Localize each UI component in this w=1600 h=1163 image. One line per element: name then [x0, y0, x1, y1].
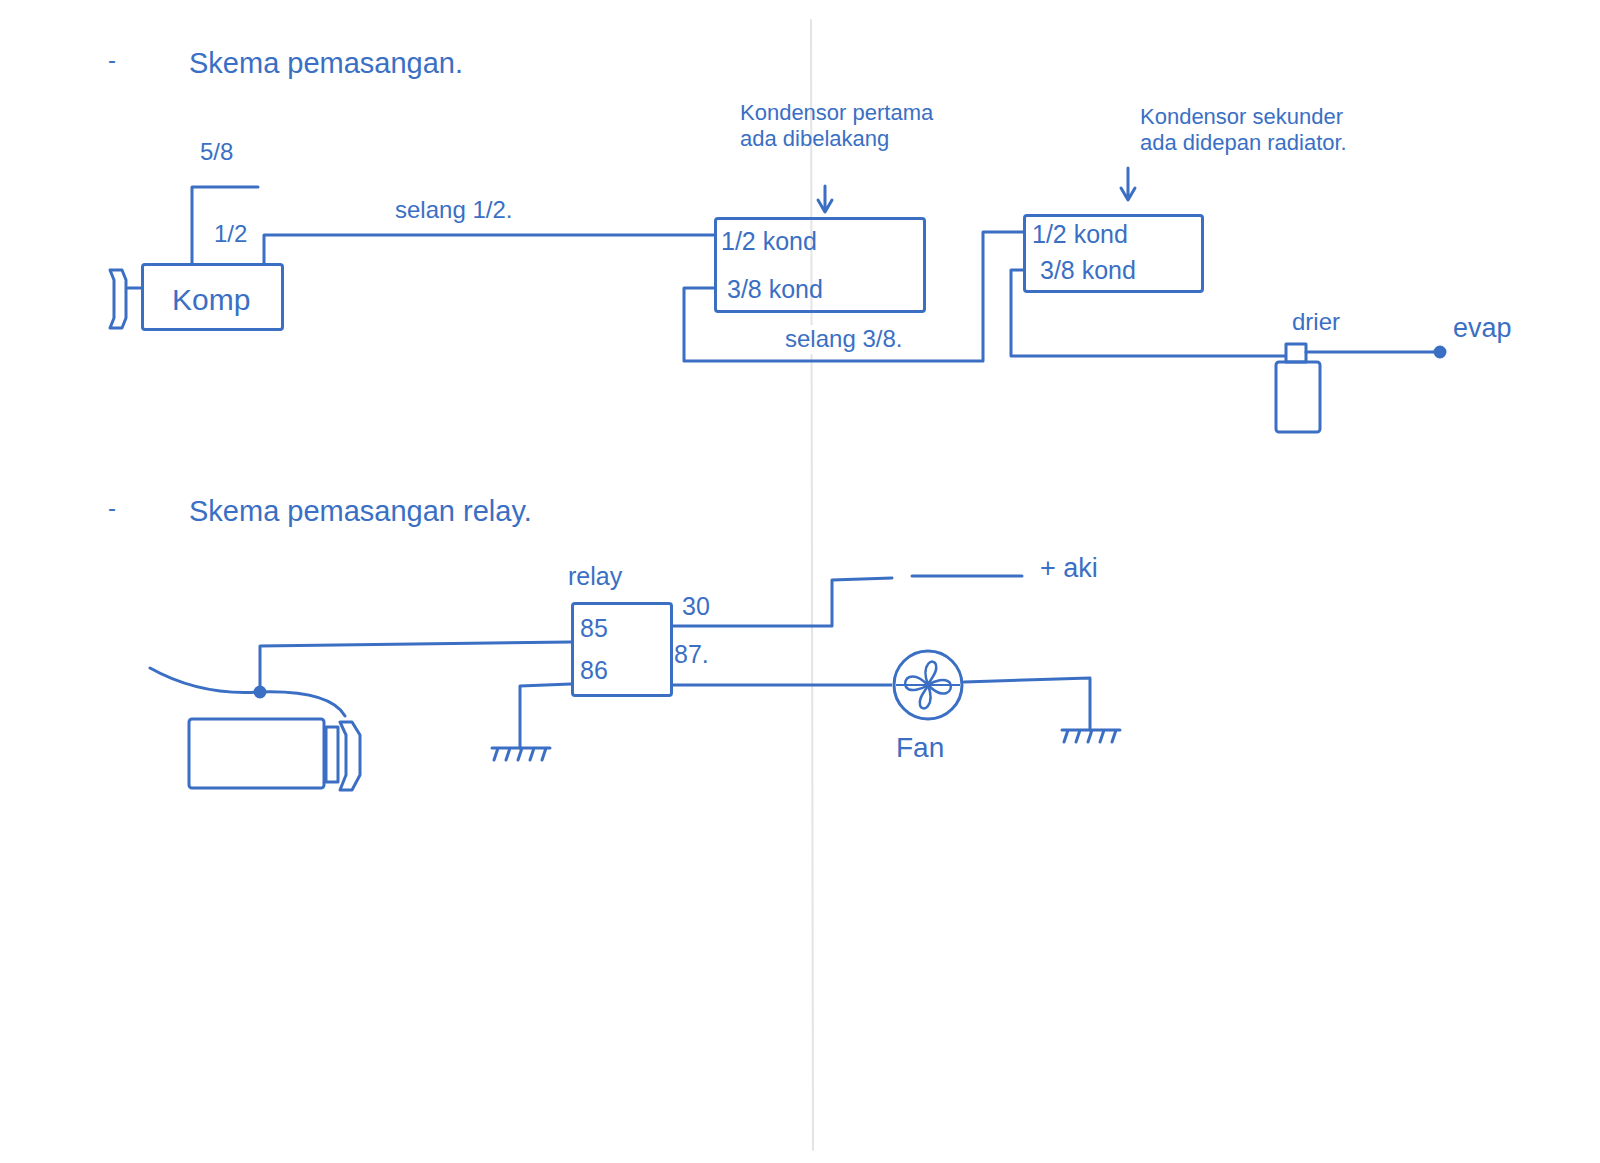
- node-text: 1/2 kond: [721, 228, 817, 256]
- fan-outline: [892, 649, 964, 721]
- connector-line: [673, 684, 892, 687]
- note: Kondensor sekunder ada didepan radiator.: [1140, 104, 1378, 157]
- pipe-size: 5/8: [200, 138, 233, 167]
- suction-line: [192, 187, 258, 263]
- node-text: Komp: [172, 283, 250, 316]
- node-text: 3/8 kond: [727, 276, 823, 304]
- node-text: 85: [580, 615, 608, 643]
- section-heading: Skema pemasangan relay.: [189, 494, 532, 529]
- edge-label: selang 1/2.: [392, 196, 515, 225]
- connector-line: [264, 235, 714, 263]
- leader-arrow: [818, 186, 832, 212]
- node-text: 86: [580, 657, 608, 685]
- dash-mark: -: [108, 494, 116, 523]
- wire-battery: [912, 575, 1022, 578]
- part-label: evap: [1453, 312, 1512, 344]
- compressor-symbol: [189, 719, 360, 790]
- hose-connector: [673, 685, 892, 686]
- hose-connector: [264, 235, 714, 263]
- fan-symbol: Fan: [892, 649, 964, 721]
- node-text: 3/8 kond: [1040, 257, 1136, 285]
- wire-compressor: [150, 668, 345, 716]
- drier-symbol: [1276, 344, 1320, 432]
- node-text: 30: [682, 593, 710, 621]
- wire-86: [520, 684, 571, 748]
- note: Kondensor pertama ada dibelakang: [740, 100, 960, 153]
- ground-symbol: [1062, 730, 1120, 742]
- condenser-box: 1/2 kond 3/8 kond: [714, 217, 926, 313]
- node-text: Fan: [896, 733, 944, 764]
- terminal-label: + aki: [1040, 552, 1098, 584]
- ground-symbol: [492, 748, 550, 760]
- part-label: drier: [1292, 308, 1340, 337]
- compressor-box: Komp: [141, 263, 284, 331]
- node-text: 1/2 kond: [1032, 221, 1128, 249]
- pipe-size: 1/2: [214, 220, 247, 249]
- evap-line: [1306, 351, 1434, 354]
- wire-30: [673, 578, 892, 626]
- leader-arrow: [1121, 168, 1135, 200]
- compressor-pulley: [110, 270, 141, 328]
- relay-box: relay85863087.: [571, 602, 673, 697]
- condenser-box: 1/2 kond 3/8 kond: [1023, 214, 1204, 293]
- evap-dot: [1435, 347, 1445, 357]
- title: Skema pemasangan.: [189, 46, 463, 81]
- edge-label: selang 3/8.: [782, 325, 905, 354]
- paper-fold: [811, 20, 813, 1150]
- wire-fan-ground: [964, 678, 1090, 730]
- node-text: 87.: [674, 641, 709, 669]
- node-text: relay: [568, 563, 622, 591]
- dash-mark: -: [108, 46, 116, 75]
